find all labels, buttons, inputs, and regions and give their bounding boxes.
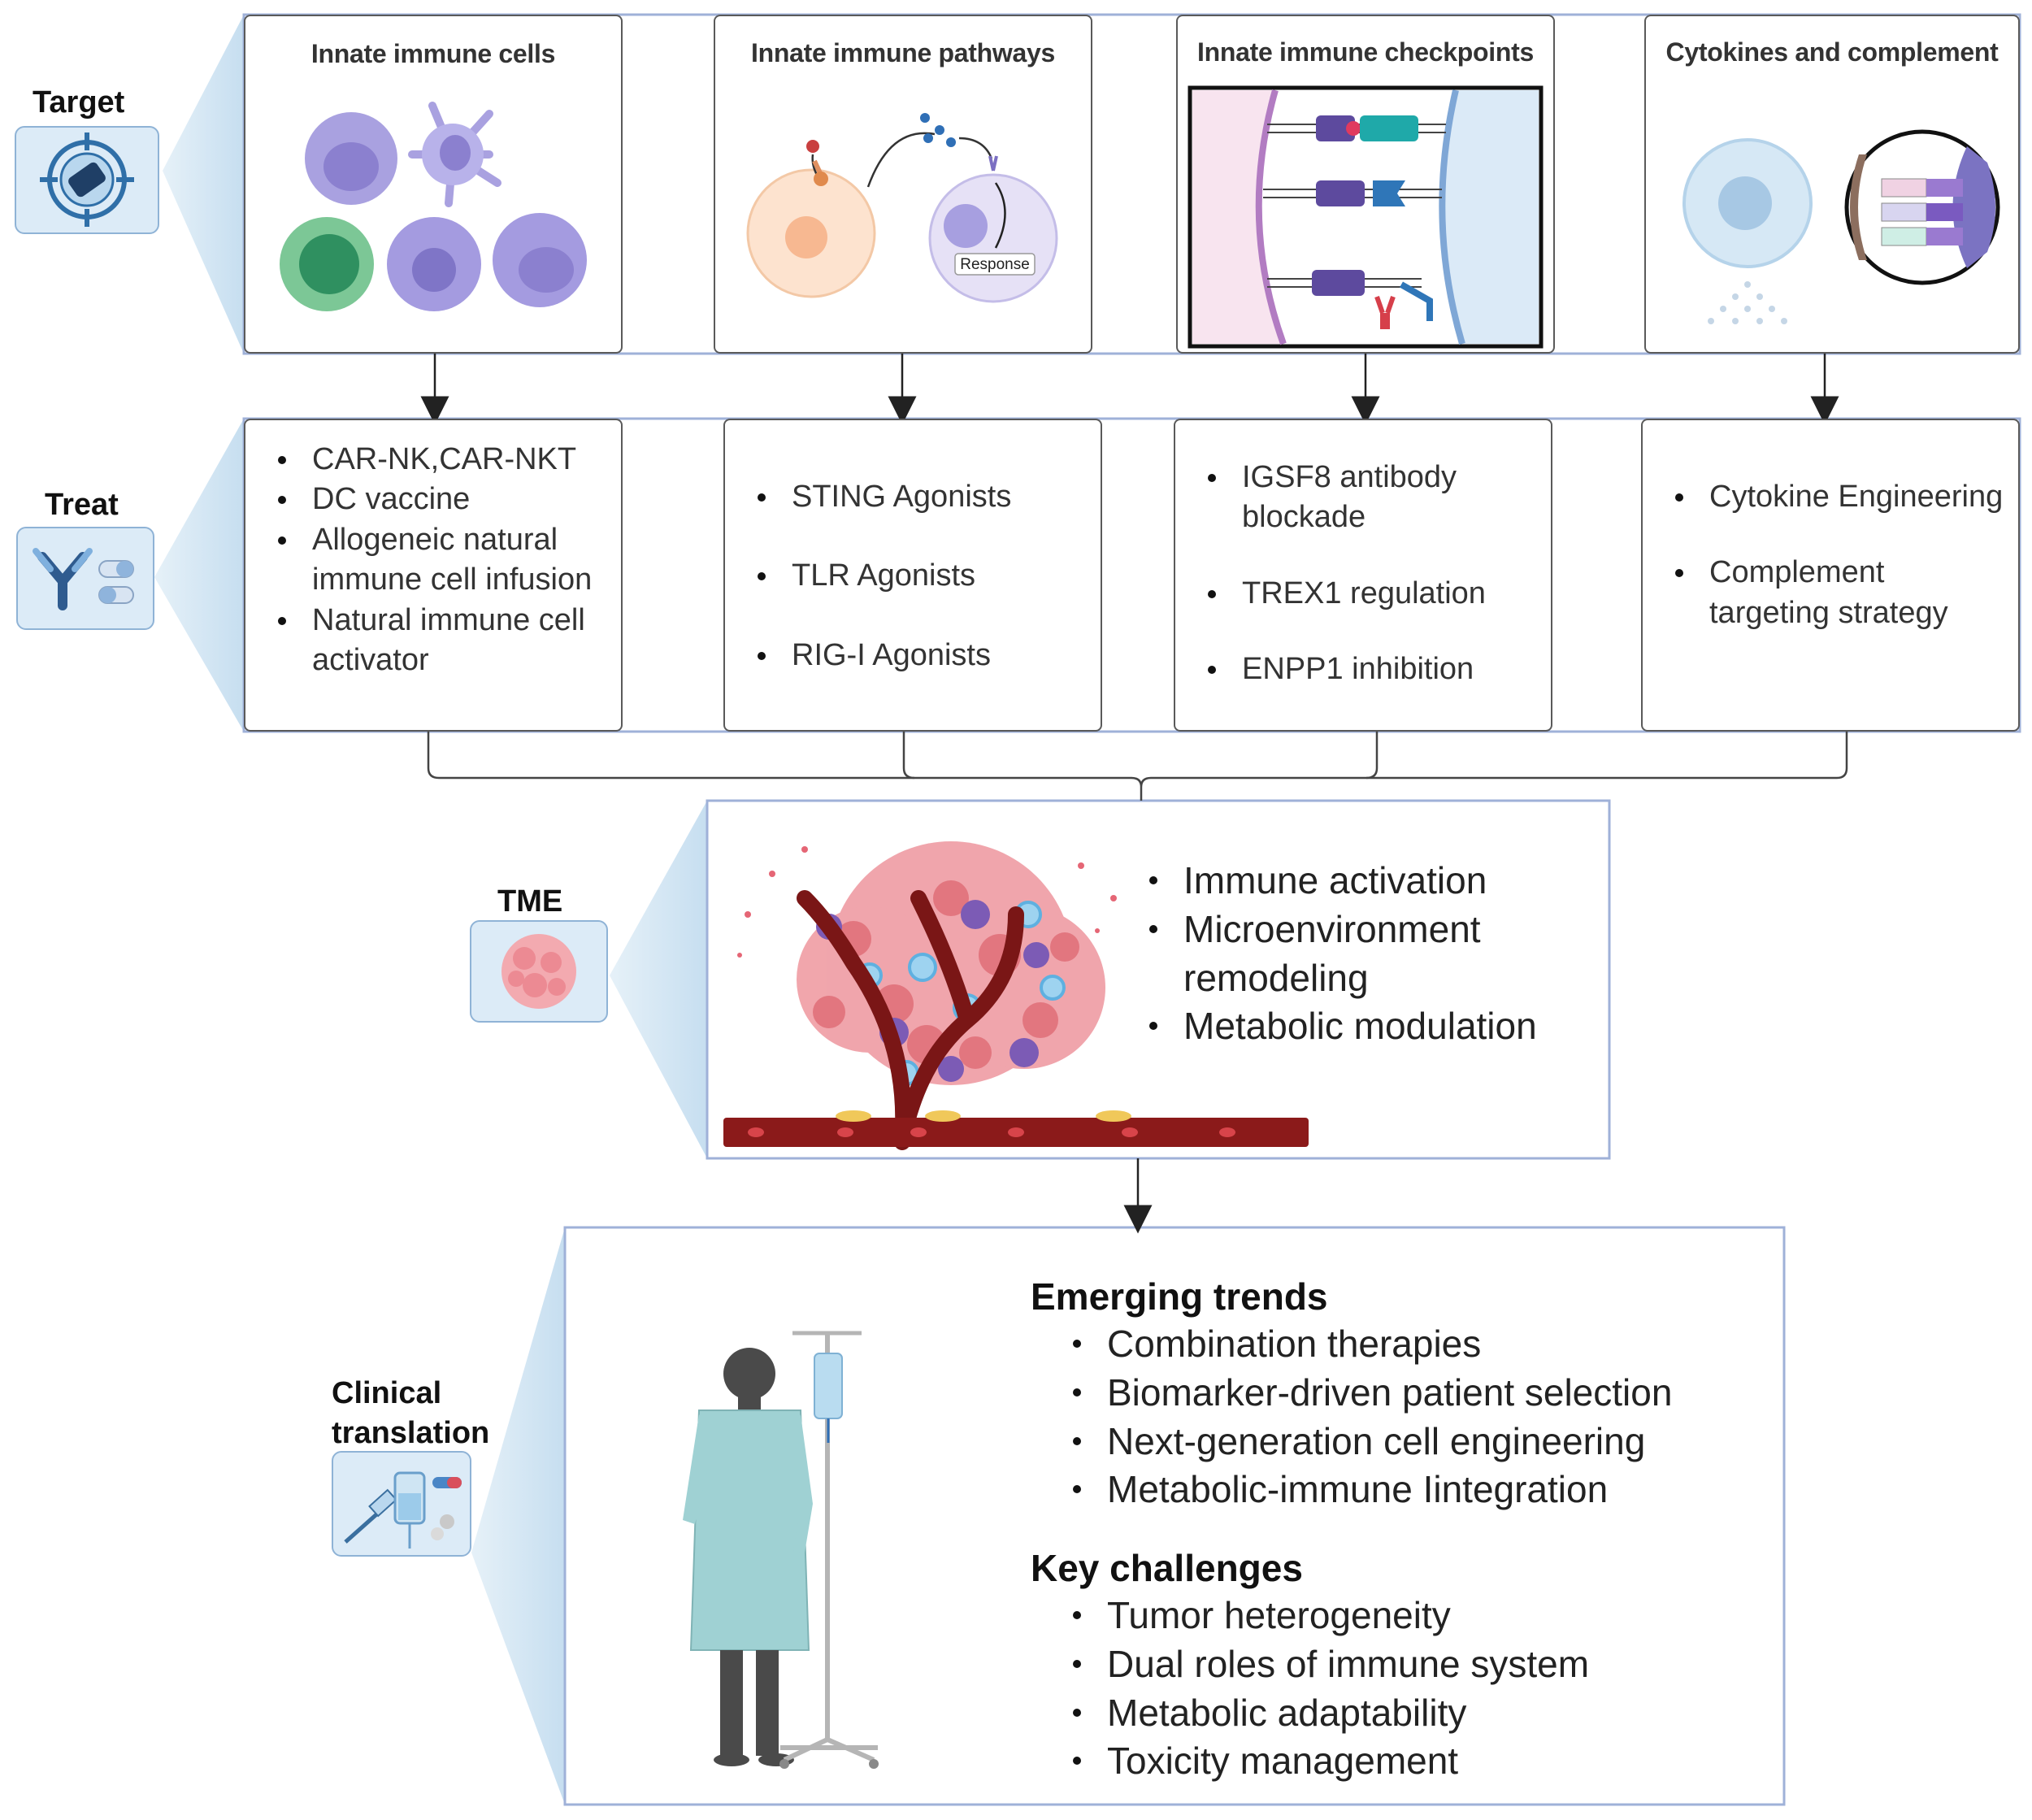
target-panel-innate-pathways: Innate immune pathways Response — [714, 15, 1092, 354]
treat-panel-pathway-agonists: STING Agonists TLR Agonists RIG-I Agonis… — [723, 419, 1102, 732]
panel-title: Cytokines and complement — [1665, 37, 1999, 67]
target-panel-innate-checkpoints: Innate immune checkpoints — [1176, 15, 1555, 354]
stage-label-treat: Treat — [45, 488, 119, 522]
panel-title: Innate immune cells — [310, 39, 556, 68]
innate-cells-illustration — [280, 102, 587, 311]
list-item: Combination therapies — [1062, 1320, 1777, 1369]
list-item: Metabolic modulation — [1138, 1002, 1593, 1051]
treat-icon-tile — [16, 527, 154, 630]
list-item: TREX1 regulation — [1196, 574, 1538, 614]
list-item: Metabolic-immune Iintegration — [1062, 1466, 1777, 1514]
list-item: STING Agonists — [746, 477, 1088, 517]
key-challenges-list: Tumor heterogeneity Dual roles of immune… — [1062, 1592, 1777, 1786]
panel-title: Innate immune checkpoints — [1197, 37, 1534, 67]
response-label: Response — [960, 256, 1030, 273]
target-panel-cytokines-complement: Cytokines and complement — [1644, 15, 2020, 354]
list-item: Dual roles of immune system — [1062, 1640, 1777, 1689]
list-item: Natural immune cell activator — [267, 601, 608, 681]
iv-syringe-icon — [344, 1471, 462, 1549]
list-item: CAR-NK,CAR-NKT — [267, 440, 608, 480]
clinical-icon-tile — [332, 1451, 471, 1557]
list-item: ENPP1 inhibition — [1196, 649, 1538, 689]
list-item: Microenvironment remodeling — [1138, 906, 1593, 1003]
stage-label-tme: TME — [497, 884, 563, 919]
list-item: Cytokine Engineering — [1664, 477, 2005, 517]
cytokine-complement-illustration — [1682, 129, 2000, 324]
list-item: Biomarker-driven patient selection — [1062, 1369, 1777, 1418]
emerging-trends-list: Combination therapies Biomarker-driven p… — [1062, 1320, 1777, 1514]
treat-list: IGSF8 antibody blockade TREX1 regulation… — [1196, 458, 1538, 690]
list-item: IGSF8 antibody blockade — [1196, 458, 1538, 538]
treat-list: STING Agonists TLR Agonists RIG-I Agonis… — [746, 477, 1088, 675]
antibody-pill-icon — [33, 548, 134, 610]
tme-icon-tile — [470, 920, 608, 1023]
treat-list: Cytokine Engineering Complement targetin… — [1664, 477, 2005, 633]
list-item: TLR Agonists — [746, 556, 1088, 596]
treat-panel-cell-therapies: CAR-NK,CAR-NKT DC vaccine Allogeneic nat… — [244, 419, 623, 732]
stage-label-clinical: Clinical translation — [332, 1376, 490, 1451]
treat-panel-checkpoint-targeting: IGSF8 antibody blockade TREX1 regulation… — [1174, 419, 1552, 732]
treat-panel-cytokine-complement: Cytokine Engineering Complement targetin… — [1641, 419, 2020, 732]
list-item: Complement targeting strategy — [1664, 553, 2005, 633]
panel-title: Innate immune pathways — [751, 38, 1055, 67]
emerging-trends-heading: Emerging trends — [1031, 1275, 1328, 1318]
list-item: Tumor heterogeneity — [1062, 1592, 1777, 1640]
tme-effects-list: Immune activation Microenvironment remod… — [1138, 857, 1593, 1051]
list-item: RIG-I Agonists — [746, 636, 1088, 675]
treat-list: CAR-NK,CAR-NKT DC vaccine Allogeneic nat… — [267, 440, 608, 680]
list-item: Toxicity management — [1062, 1737, 1777, 1786]
tumor-microenvironment-illustration — [723, 841, 1309, 1150]
tumor-cell-icon — [501, 934, 576, 1009]
list-item: DC vaccine — [267, 480, 608, 519]
patient-iv-illustration — [683, 1331, 879, 1769]
target-panel-innate-cells: Innate immune cells — [244, 15, 623, 354]
list-item: Allogeneic natural immune cell infusion — [267, 520, 608, 601]
immune-pathway-illustration: Response — [746, 113, 1058, 303]
target-icon — [40, 132, 134, 227]
stage-label-target: Target — [33, 85, 125, 119]
target-icon-tile — [15, 126, 159, 234]
key-challenges-heading: Key challenges — [1031, 1547, 1303, 1589]
checkpoint-illustration — [1188, 85, 1544, 349]
list-item: Metabolic adaptability — [1062, 1689, 1777, 1738]
list-item: Immune activation — [1138, 857, 1593, 906]
list-item: Next-generation cell engineering — [1062, 1418, 1777, 1466]
